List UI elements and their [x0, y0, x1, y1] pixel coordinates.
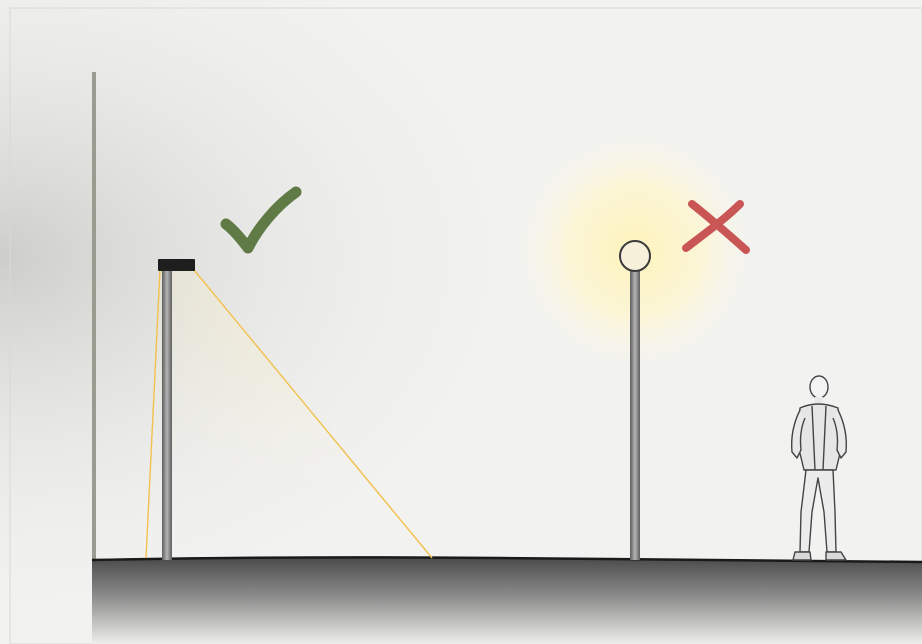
ground-soil: [92, 557, 922, 644]
globe-light-head: [620, 241, 650, 271]
building-wall: [92, 72, 96, 570]
shielded-light-pole: [162, 268, 172, 560]
globe-light-pole: [630, 266, 640, 560]
shielded-light-head: [158, 259, 195, 271]
